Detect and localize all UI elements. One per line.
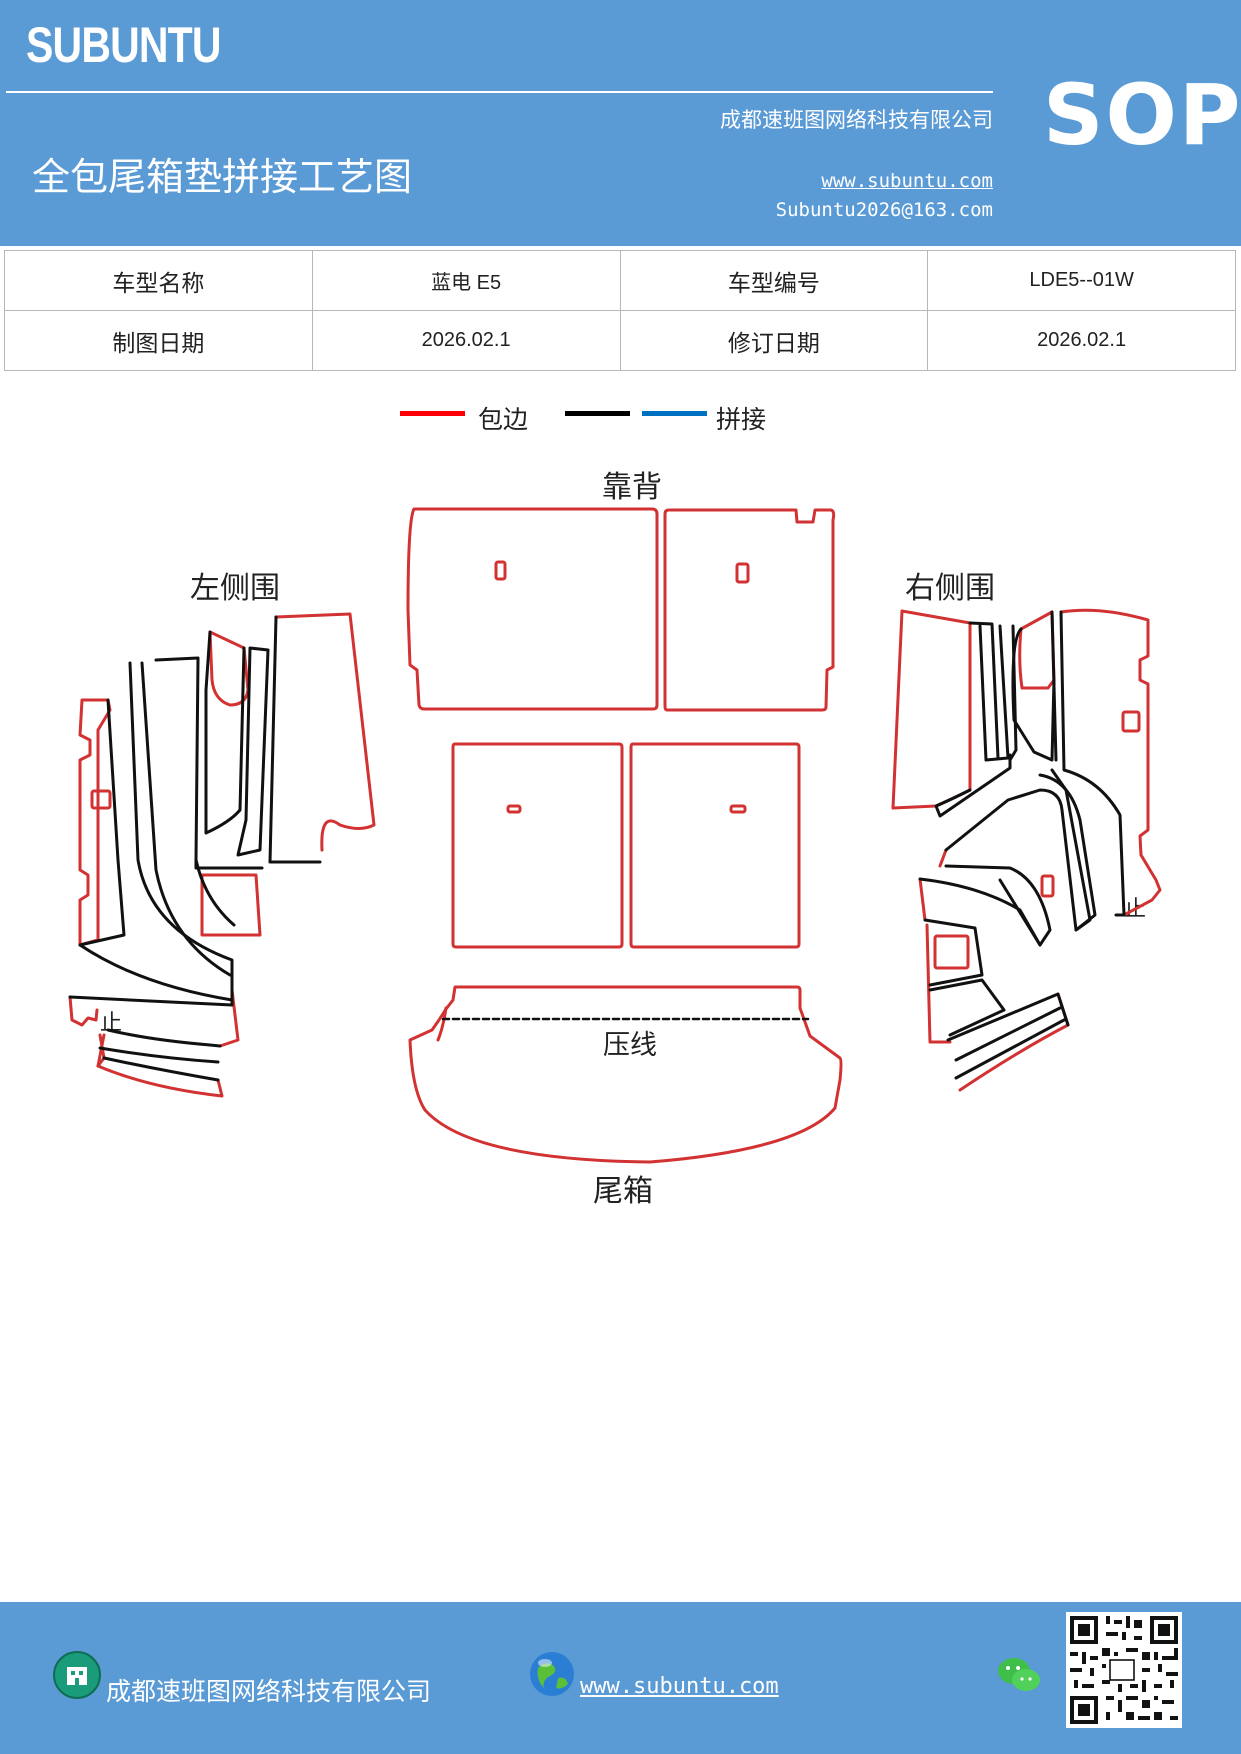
backrest-pieces <box>406 507 836 949</box>
table-row: 制图日期 2026.02.1 修订日期 2026.02.1 <box>4 310 1236 371</box>
sop-label: SOP <box>1043 66 1241 164</box>
backrest-label: 靠背 <box>602 470 662 505</box>
left-side-label: 左侧围 <box>190 571 280 606</box>
draw-date-label: 制图日期 <box>4 310 313 371</box>
revise-date-label: 修订日期 <box>619 310 929 371</box>
header-banner: SUBUNTU SOP 成都速班图网络科技有限公司 全包尾箱垫拼接工艺图 www… <box>0 0 1241 246</box>
globe-icon <box>530 1652 574 1696</box>
company-name: 成都速班图网络科技有限公司 <box>720 108 993 132</box>
model-code-value: LDE5--01W <box>927 250 1236 311</box>
draw-date-value: 2026.02.1 <box>311 310 621 371</box>
document-title: 全包尾箱垫拼接工艺图 <box>32 155 413 199</box>
legend: 包边 拼接 <box>0 400 1241 440</box>
model-name-value: 蓝电 E5 <box>311 250 621 311</box>
info-table: 车型名称 蓝电 E5 车型编号 LDE5--01W 制图日期 2026.02.1… <box>4 250 1236 371</box>
table-row: 车型名称 蓝电 E5 车型编号 LDE5--01W <box>4 250 1236 311</box>
crease-label: 压线 <box>603 1030 657 1061</box>
building-icon <box>53 1651 101 1699</box>
footer-banner: 成都速班图网络科技有限公司 www.subuntu.com <box>0 1602 1241 1754</box>
legend-swatch-seam <box>642 411 707 416</box>
trunk-label: 尾箱 <box>593 1174 653 1209</box>
model-name-label: 车型名称 <box>4 250 313 311</box>
model-code-label: 车型编号 <box>619 250 929 311</box>
footer-website-link[interactable]: www.subuntu.com <box>580 1674 779 1699</box>
mat-diagram: 靠背 左侧围 右侧围 压线 尾箱 止 止 <box>68 470 1162 1209</box>
header-divider <box>6 91 993 93</box>
wechat-icon <box>998 1658 1040 1691</box>
right-side-pieces <box>891 608 1162 1092</box>
right-side-label: 右侧围 <box>905 571 995 606</box>
brand-logo: SUBUNTU <box>26 17 222 73</box>
left-side-pieces <box>68 612 376 1098</box>
email-address: Subuntu2026@163.com <box>775 199 993 221</box>
legend-label-seam: 拼接 <box>716 405 767 434</box>
legend-swatch-edge <box>400 411 465 416</box>
trunk-piece <box>408 985 843 1164</box>
legend-swatch-black <box>565 411 630 416</box>
revise-date-value: 2026.02.1 <box>927 310 1236 371</box>
stop-mark-left: 止 <box>100 1011 122 1036</box>
qr-code-icon[interactable] <box>1066 1612 1182 1728</box>
website-link[interactable]: www.subuntu.com <box>821 170 993 192</box>
footer-company-name: 成都速班图网络科技有限公司 <box>106 1677 432 1706</box>
legend-label-edge: 包边 <box>478 405 529 434</box>
